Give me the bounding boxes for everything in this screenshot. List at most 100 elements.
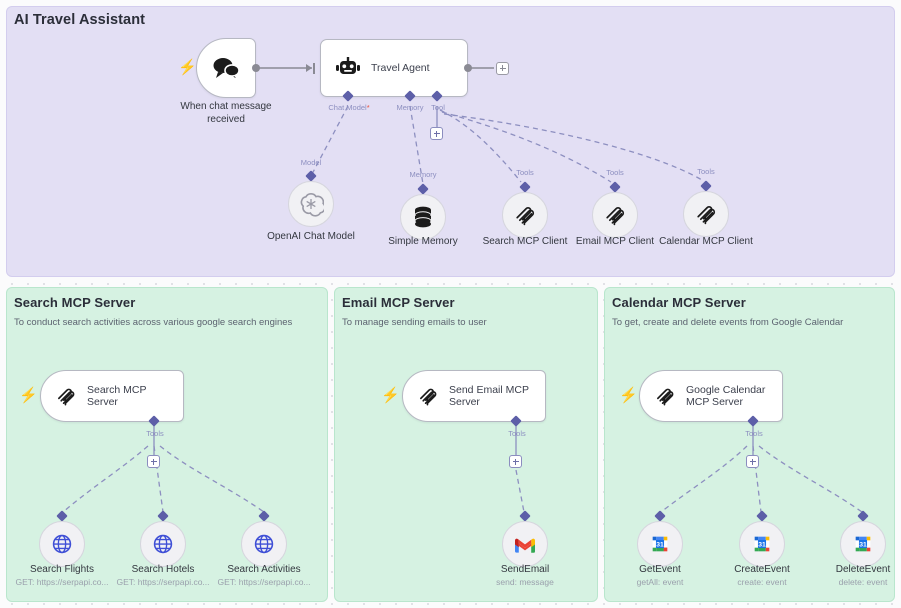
node-subcaption-sendemail: send: message: [496, 577, 554, 587]
node-label-send-email-mcp-server: Send Email MCP Server: [449, 384, 535, 409]
node-calendar-mcp-client[interactable]: [683, 191, 729, 237]
panel-title-search-mcp-server: Search MCP Server: [14, 295, 136, 310]
node-email-mcp-client[interactable]: [592, 192, 638, 238]
node-caption-simple-memory: Simple Memory: [388, 236, 458, 247]
port-label-search-server-tools: Tools: [146, 429, 164, 438]
port-label-chat-model: Chat Model*: [318, 103, 380, 112]
openai-icon: [298, 191, 324, 217]
panel-subtitle-email-mcp-server: To manage sending emails to user: [342, 317, 487, 328]
mcp-icon: [694, 202, 718, 226]
node-search-hotels[interactable]: [140, 521, 186, 567]
mcp-icon: [513, 203, 537, 227]
node-subcaption-search-flights: GET: https://serpapi.co...: [15, 577, 109, 587]
port-label-email-server-tools: Tools: [508, 429, 526, 438]
node-subcaption-search-activities: GET: https://serpapi.co...: [217, 577, 311, 587]
mcp-icon: [417, 385, 439, 407]
node-subcaption-deleteevent: delete: event: [838, 577, 888, 587]
mcp-icon: [654, 385, 676, 407]
panel-title-calendar-mcp-server: Calendar MCP Server: [612, 295, 746, 310]
node-when-chat-message-received[interactable]: [196, 38, 256, 98]
agent-add-next-node-button[interactable]: [496, 61, 509, 75]
node-deleteevent[interactable]: 31: [840, 521, 886, 567]
svg-text:31: 31: [656, 541, 664, 548]
node-simple-memory[interactable]: [400, 194, 446, 240]
node-search-flights[interactable]: [39, 521, 85, 567]
database-icon: [412, 205, 434, 229]
node-caption-deleteevent: DeleteEvent: [835, 564, 891, 575]
calendar-server-trigger-bolt-icon: ⚡: [619, 387, 638, 404]
trigger-caption-line1: When chat message: [180, 101, 272, 112]
chat-bubbles-icon: [211, 56, 241, 80]
node-caption-email-mcp-client: Email MCP Client: [575, 236, 655, 247]
port-label-calendar-server-tools: Tools: [745, 429, 763, 438]
node-send-email-mcp-server[interactable]: Send Email MCP Server: [402, 370, 546, 422]
svg-text:31: 31: [859, 541, 867, 548]
port-label-simple-memory: Memory: [409, 170, 437, 179]
google-calendar-icon: 31: [852, 533, 874, 555]
port-text-chat-model: Chat Model: [328, 103, 367, 112]
node-travel-agent[interactable]: Travel Agent: [320, 39, 468, 97]
google-calendar-icon: 31: [751, 533, 773, 555]
node-openai-chat-model[interactable]: [288, 181, 334, 227]
globe-icon: [152, 533, 174, 555]
agent-input-arrow: [306, 63, 312, 72]
node-caption-search-mcp-client: Search MCP Client: [482, 236, 568, 247]
calendar-server-add-tool-button[interactable]: [746, 455, 759, 468]
node-caption-search-activities: Search Activities: [227, 564, 301, 575]
email-server-label-line1: Send Email MCP: [449, 383, 529, 396]
port-label-openai-model: Model: [300, 158, 322, 167]
node-search-mcp-client[interactable]: [502, 192, 548, 238]
trigger-bolt-icon: ⚡: [178, 59, 197, 76]
node-search-activities[interactable]: [241, 521, 287, 567]
node-subcaption-getevent: getAll: event: [636, 577, 684, 587]
sticky-panel-email-mcp-server[interactable]: [334, 287, 598, 602]
port-label-memory: Memory: [396, 103, 424, 112]
svg-text:31: 31: [758, 541, 766, 548]
email-server-label-line2: Server: [449, 396, 480, 408]
node-sendemail[interactable]: [502, 521, 548, 567]
agent-output-dot[interactable]: [464, 64, 472, 72]
google-calendar-icon: 31: [649, 533, 671, 555]
node-caption-openai-chat-model: OpenAI Chat Model: [267, 231, 355, 242]
globe-icon: [51, 533, 73, 555]
node-caption-createevent: CreateEvent: [734, 564, 790, 575]
panel-title-ai-travel-assistant: AI Travel Assistant: [14, 12, 146, 28]
panel-subtitle-calendar-mcp-server: To get, create and delete events from Go…: [612, 317, 844, 328]
node-caption-getevent: GetEvent: [639, 564, 681, 575]
search-server-add-tool-button[interactable]: [147, 455, 160, 468]
port-required-mark-chat-model: *: [366, 103, 370, 112]
calendar-server-label-line1: Google Calendar: [686, 383, 766, 396]
node-google-calendar-mcp-server[interactable]: Google Calendar MCP Server: [639, 370, 783, 422]
node-search-mcp-server[interactable]: Search MCP Server: [40, 370, 184, 422]
node-caption-search-hotels: Search Hotels: [131, 564, 195, 575]
node-label-google-calendar-mcp-server: Google Calendar MCP Server: [686, 384, 771, 409]
mcp-icon: [55, 385, 77, 407]
node-label-travel-agent: Travel Agent: [371, 61, 430, 74]
agent-input-bar: [313, 62, 315, 74]
robot-icon: [335, 57, 361, 79]
calendar-server-label-line2: MCP Server: [686, 396, 743, 408]
trigger-output-dot[interactable]: [252, 64, 260, 72]
node-caption-sendemail: SendEmail: [500, 564, 550, 575]
node-subcaption-createevent: create: event: [737, 577, 787, 587]
node-caption-search-flights: Search Flights: [30, 564, 94, 575]
port-label-calendar-mcp-client: Tools: [697, 167, 715, 176]
search-server-trigger-bolt-icon: ⚡: [19, 387, 38, 404]
tool-add-node-button[interactable]: [430, 127, 443, 140]
node-label-search-mcp-server: Search MCP Server: [87, 383, 147, 409]
node-getevent[interactable]: 31: [637, 521, 683, 567]
node-caption-when-chat-message-received: When chat message received: [166, 101, 286, 126]
mcp-icon: [603, 203, 627, 227]
globe-icon: [253, 533, 275, 555]
node-createevent[interactable]: 31: [739, 521, 785, 567]
email-server-add-tool-button[interactable]: [509, 455, 522, 468]
trigger-caption-line2: received: [207, 113, 245, 125]
node-subcaption-search-hotels: GET: https://serpapi.co...: [116, 577, 210, 587]
port-label-search-mcp-client: Tools: [516, 168, 534, 177]
email-server-trigger-bolt-icon: ⚡: [381, 387, 400, 404]
port-label-email-mcp-client: Tools: [606, 168, 624, 177]
gmail-icon: [513, 535, 537, 553]
panel-title-email-mcp-server: Email MCP Server: [342, 295, 455, 310]
node-caption-calendar-mcp-client: Calendar MCP Client: [659, 236, 753, 247]
